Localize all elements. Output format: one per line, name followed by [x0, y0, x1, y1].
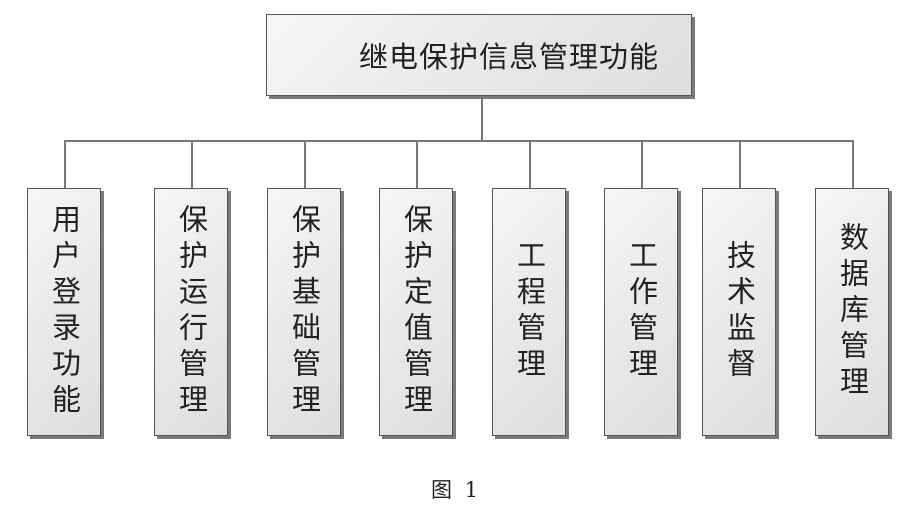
child-node-user-login: 用户登录功能 — [27, 188, 101, 436]
child-node-project: 工程管理 — [492, 188, 566, 436]
child-connector-3 — [304, 140, 306, 188]
child-node-protection-basic: 保护基础管理 — [267, 188, 341, 436]
child-node-label: 工程管理 — [512, 240, 547, 384]
child-connector-2 — [191, 140, 193, 188]
child-node-label: 用户登录功能 — [47, 204, 82, 420]
child-connector-6 — [641, 140, 643, 188]
horizontal-bus-line — [64, 140, 852, 142]
child-connector-5 — [529, 140, 531, 188]
child-node-label: 保护基础管理 — [287, 204, 322, 420]
child-connector-4 — [416, 140, 418, 188]
child-node-database: 数据库管理 — [815, 188, 889, 436]
root-node: 继电保护信息管理功能 — [266, 14, 692, 96]
child-node-label: 数据库管理 — [835, 222, 870, 402]
root-stem-line — [481, 96, 483, 140]
child-node-label: 保护运行管理 — [174, 204, 209, 420]
root-node-label: 继电保护信息管理功能 — [358, 40, 659, 74]
child-node-technical-supervision: 技术监督 — [702, 188, 776, 436]
child-node-label: 工作管理 — [624, 240, 659, 384]
child-connector-1 — [64, 140, 66, 188]
figure-caption: 图 1 — [430, 478, 482, 502]
child-node-work: 工作管理 — [604, 188, 678, 436]
child-node-protection-operation: 保护运行管理 — [154, 188, 228, 436]
child-node-label: 保护定值管理 — [399, 204, 434, 420]
child-node-label: 技术监督 — [722, 240, 757, 384]
child-node-protection-setting: 保护定值管理 — [379, 188, 453, 436]
child-connector-7 — [739, 140, 741, 188]
child-connector-8 — [852, 140, 854, 188]
